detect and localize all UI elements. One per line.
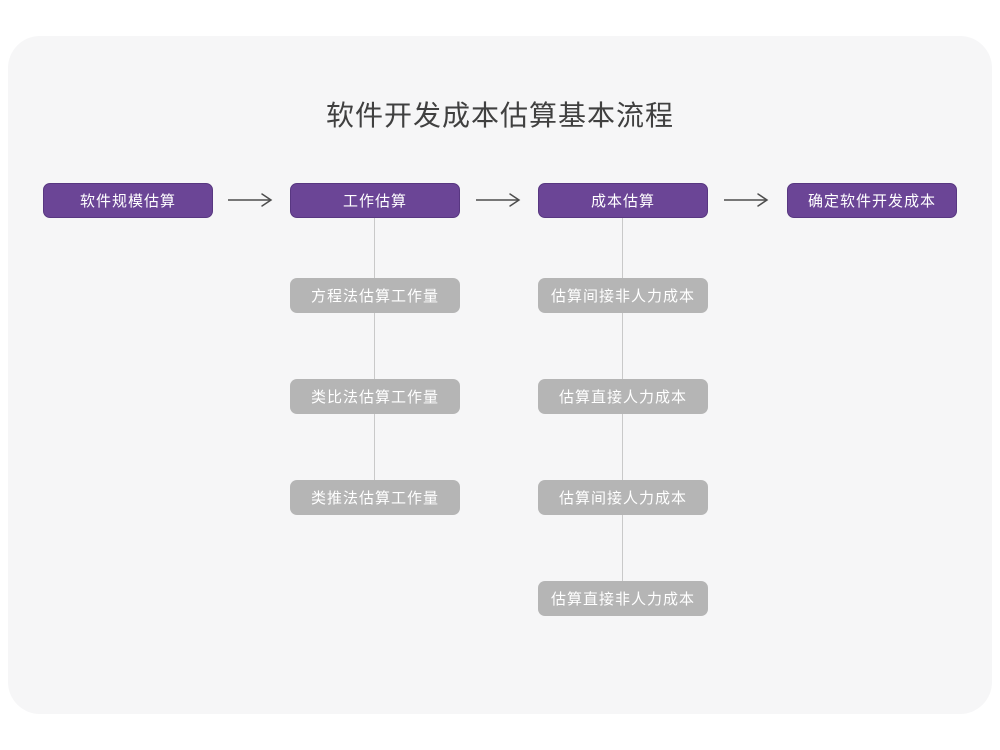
arrow-right-icon <box>476 193 521 207</box>
node-indirect-non-labor-cost: 估算间接非人力成本 <box>538 278 708 313</box>
node-direct-labor-cost: 估算直接人力成本 <box>538 379 708 414</box>
node-analogy-method-effort: 类比法估算工作量 <box>290 379 460 414</box>
node-direct-non-labor-cost: 估算直接非人力成本 <box>538 581 708 616</box>
diagram-card <box>8 36 992 714</box>
node-extrapolation-method-effort: 类推法估算工作量 <box>290 480 460 515</box>
node-indirect-labor-cost: 估算间接人力成本 <box>538 480 708 515</box>
page-title: 软件开发成本估算基本流程 <box>325 100 674 131</box>
node-equation-method-effort: 方程法估算工作量 <box>290 278 460 313</box>
node-determine-software-dev-cost: 确定软件开发成本 <box>787 183 957 218</box>
connector-work-estimation-line <box>374 218 375 490</box>
arrow-right-icon <box>724 193 769 207</box>
node-cost-estimation: 成本估算 <box>538 183 708 218</box>
arrow-right-icon <box>228 193 273 207</box>
node-software-scale-estimation: 软件规模估算 <box>43 183 213 218</box>
node-work-estimation: 工作估算 <box>290 183 460 218</box>
